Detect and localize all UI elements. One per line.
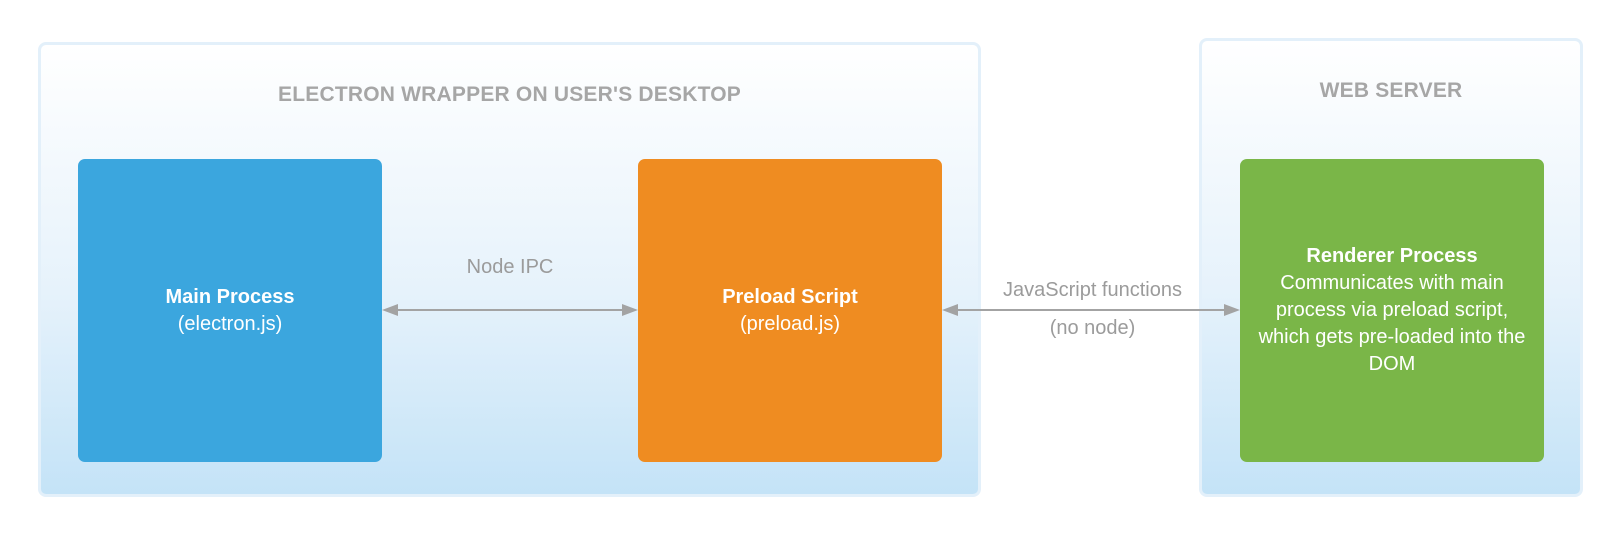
node-ipc-label: Node IPC bbox=[466, 256, 554, 278]
renderer-process-title: Renderer Process bbox=[1306, 245, 1478, 267]
preload-script-node[interactable]: Preload Script (preload.js) bbox=[638, 159, 942, 462]
server-container-title: WEB SERVER bbox=[1319, 79, 1463, 102]
javascript-functions-label: JavaScript functions bbox=[1003, 279, 1182, 301]
desktop-container-title: ELECTRON WRAPPER ON USER'S DESKTOP bbox=[278, 83, 741, 106]
main-process-subtitle: (electron.js) bbox=[177, 312, 283, 335]
main-process-node[interactable]: Main Process (electron.js) bbox=[78, 159, 382, 462]
arrowhead-left-icon bbox=[942, 304, 958, 316]
renderer-process-node[interactable]: Renderer Process Communicates with main … bbox=[1240, 159, 1544, 462]
arrowhead-right-icon bbox=[622, 304, 638, 316]
arrowhead-left-icon bbox=[382, 304, 398, 316]
main-process-title: Main Process bbox=[165, 285, 295, 308]
javascript-functions-arrow bbox=[942, 304, 1240, 316]
node-ipc-arrow bbox=[382, 304, 638, 316]
preload-script-title: Preload Script bbox=[722, 285, 858, 308]
arrowhead-right-icon bbox=[1224, 304, 1240, 316]
renderer-process-description: Communicates with main process via prelo… bbox=[1258, 272, 1526, 375]
preload-script-subtitle: (preload.js) bbox=[739, 312, 841, 335]
no-node-label: (no node) bbox=[1049, 317, 1136, 339]
